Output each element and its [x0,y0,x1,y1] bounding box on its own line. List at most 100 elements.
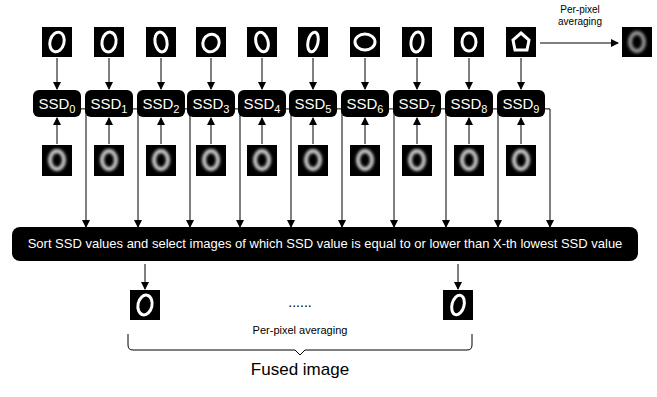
line-shape [211,118,212,144]
subscript: 3 [223,103,229,115]
ellipse-shape [358,151,372,169]
box-label: SSD [91,95,122,112]
line-shape [417,58,418,89]
connector [545,109,550,227]
subscript: 5 [325,103,331,115]
line-shape [365,58,366,89]
line-shape [417,118,418,144]
rect-shape [130,290,160,320]
ellipse-shape [136,294,154,316]
ssd-box: SSD4 [238,90,286,117]
ellipse-shape [630,33,644,51]
ellipse-shape [355,34,375,50]
ssd-box: SSD7 [393,90,441,117]
rect-shape [196,27,226,57]
line-shape [211,58,212,89]
line-shape [57,58,58,89]
output-label: Fused image [200,360,400,380]
step-label: Per-pixel averaging [220,324,380,337]
box-label: SSD [193,95,224,112]
subscript: 7 [429,103,435,115]
rect-shape [506,145,536,176]
box-label: SSD [39,95,70,112]
connector [235,109,240,227]
rect-shape [146,27,176,57]
line-shape [469,58,470,89]
subscript: 2 [173,103,179,115]
ellipse-shape [410,151,424,169]
line-shape [521,58,522,89]
ssd-box: SSD5 [289,90,337,117]
box-label: SSD [451,95,482,112]
rect-shape [454,145,484,176]
connector [493,109,498,227]
rect-shape [622,27,652,57]
line-shape [57,118,58,144]
line-shape [262,118,263,144]
ssd-box: SSD9 [497,90,545,117]
box-label: SSD [143,95,174,112]
ellipsis: ...... [270,294,330,310]
ellipse-shape [462,33,476,51]
subscript: 1 [121,103,127,115]
ellipse-shape [514,151,528,169]
rect-shape [402,27,432,57]
subscript: 9 [533,103,539,115]
rect-shape [94,27,124,57]
line-shape [313,118,314,144]
averaged-image [622,27,652,57]
path-shape [513,33,529,50]
template-arrows [57,118,521,144]
line-shape [262,58,263,89]
template-images [42,145,536,176]
line-shape [469,118,470,144]
rect-shape [443,290,473,320]
rect-shape [146,145,176,176]
line-shape [161,58,162,89]
ssd-box: SSD8 [445,90,493,117]
average-arrow [540,43,618,44]
rect-shape [350,145,380,176]
ellipse-shape [254,31,271,53]
rect-shape [247,27,277,57]
line-shape [458,264,459,289]
ellipse-shape [306,151,320,169]
band-text: Sort SSD values and select images of whi… [28,237,623,252]
ssd-box: SSD1 [85,90,133,117]
connector [286,109,291,227]
bracket [128,334,472,355]
ellipse-shape [100,31,117,53]
line-shape [109,118,110,144]
rect-shape [402,145,432,176]
ssd-box: SSD2 [137,90,185,117]
selected-arrows [145,264,458,289]
line-shape [161,118,162,144]
box-label: SSD [244,95,275,112]
rect-shape [42,27,72,57]
box-label: SSD [347,95,378,112]
subscript: 4 [274,103,280,115]
rect-shape [42,145,72,176]
rect-shape [196,145,226,176]
line-shape [109,58,110,89]
rect-shape [454,27,484,57]
ellipse-shape [50,151,64,169]
ssd-box: SSD0 [33,90,81,117]
connector [81,109,86,227]
ellipse-shape [450,294,467,316]
box-label: SSD [503,95,534,112]
line-shape [521,118,522,144]
line-shape [313,58,314,89]
ellipse-shape [153,31,168,53]
digit-images [42,27,536,57]
subscript: 8 [481,103,487,115]
rect-shape [94,145,124,176]
ssd-box: SSD3 [187,90,235,117]
rect-shape [247,145,277,176]
ellipse-shape [204,151,218,169]
rect-shape [298,27,328,57]
connector [133,109,138,227]
ellipse-shape [410,31,425,52]
